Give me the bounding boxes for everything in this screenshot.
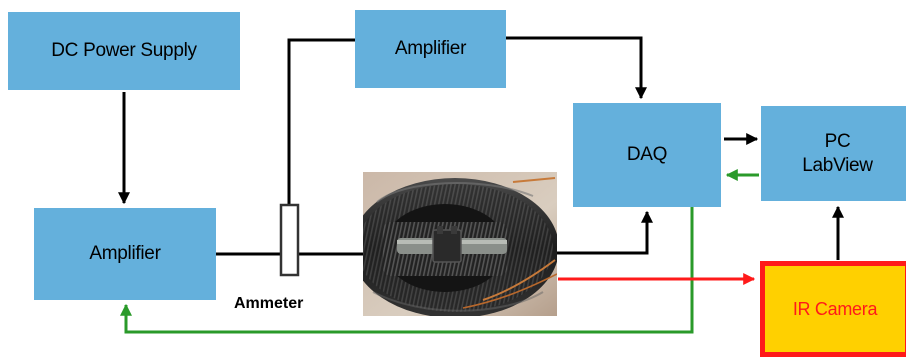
amplifier-left-label: Amplifier	[89, 243, 161, 265]
wire-ammeter-to-amplifier	[287, 38, 355, 205]
daq-box: DAQ	[573, 103, 721, 207]
ammeter-label: Ammeter	[234, 295, 304, 312]
ammeter-symbol	[279, 203, 300, 277]
daq-label: DAQ	[626, 144, 668, 166]
amplifier-top-box: Amplifier	[355, 10, 506, 88]
arrow-coil-to-daq	[557, 210, 653, 255]
pc-labview-label: PC LabView	[802, 130, 873, 176]
amplifier-top-label: Amplifier	[394, 38, 467, 60]
ir-camera-box: IR Camera	[760, 261, 906, 357]
ir-camera-label: IR Camera	[792, 298, 878, 319]
dc-power-supply-label: DC Power Supply	[51, 40, 197, 62]
arrow-daq-feedback-to-amplifier	[120, 207, 694, 334]
dc-power-supply-box: DC Power Supply	[8, 12, 240, 90]
amplifier-left-box: Amplifier	[34, 208, 216, 300]
arrow-amplifier-to-daq	[506, 36, 647, 100]
pc-labview-box: PC LabView	[761, 106, 906, 201]
coil-actuator-photo	[363, 172, 557, 316]
